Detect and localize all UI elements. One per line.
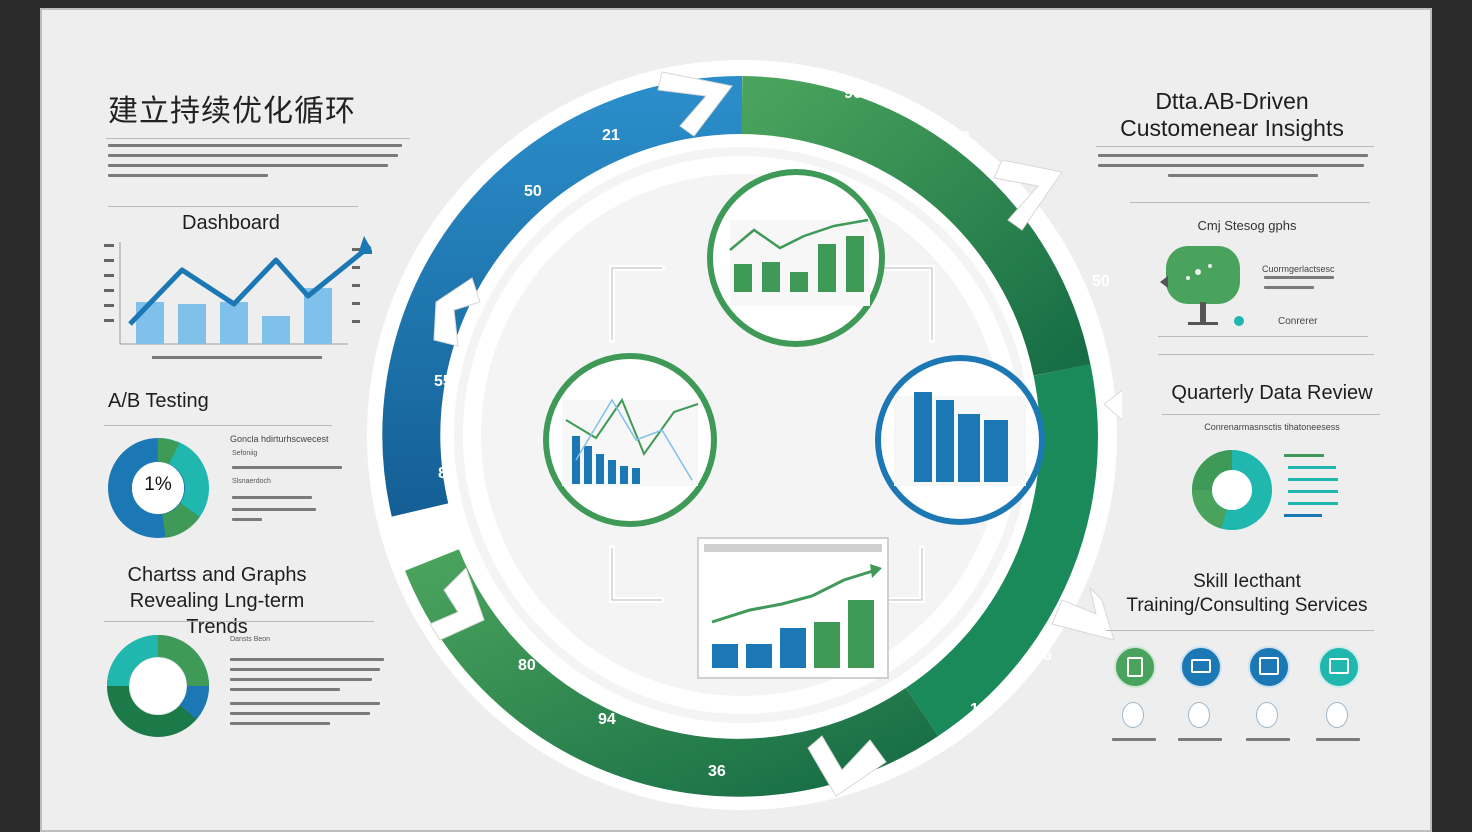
- legend-dot: [1234, 316, 1244, 326]
- charts-caption: Dansts Beon: [230, 636, 271, 643]
- service-icons-row: [1112, 646, 1402, 756]
- y-axis-ticks-right: [352, 248, 360, 323]
- tree-label-1: Cuormgerlactsesc: [1262, 264, 1335, 274]
- ab-donut-chart: [108, 438, 209, 538]
- ring-number: 36: [708, 763, 726, 780]
- ring-number: 56: [1034, 647, 1052, 664]
- chart-icon: [1318, 646, 1360, 688]
- ring-number: 80: [518, 657, 536, 674]
- services-heading: Skill Iecthant Training/Consulting Servi…: [1126, 571, 1368, 616]
- charts-graphs-heading: Chartss and Graphs Revealing Lng-term Tr…: [127, 564, 307, 638]
- trend-line: [128, 244, 372, 326]
- ring-number: 15: [970, 701, 988, 718]
- optimization-cycle-diagram: 96 38 50 57 56 15 36 94 80 80 55 50 21: [367, 60, 1122, 810]
- divider: [106, 138, 410, 139]
- arrow-head: [358, 236, 372, 254]
- bar: [220, 302, 248, 344]
- divider: [1162, 414, 1380, 415]
- people-icon: [1122, 702, 1144, 728]
- ring-number: 96: [844, 85, 862, 102]
- ab-sub2: Slsnaerdoch: [232, 478, 271, 485]
- top-bar-chart-circle: [707, 169, 885, 347]
- quarterly-donut-chart: [1191, 450, 1272, 530]
- ab-sub: Sefoniig: [232, 450, 258, 457]
- ring-numbers: 96 38 50 57 56 15 36 94 80 80 55 50 21: [434, 85, 1110, 780]
- tree-heading: Cmj Stesog gphs: [1197, 218, 1297, 233]
- divider: [104, 425, 332, 426]
- inner-flow-arrows-outline: [611, 267, 933, 601]
- bottom-growth-chart-panel: [697, 537, 889, 679]
- divider: [1106, 630, 1374, 631]
- tree-icon: [1160, 246, 1240, 325]
- infographic-board: 建立持续优化循环 Dashboard A/B Testing: [40, 8, 1432, 832]
- ring-number: 38: [952, 129, 970, 146]
- divider: [1130, 202, 1370, 203]
- dashboard-chart: [104, 236, 372, 359]
- ring-number: 21: [602, 127, 620, 144]
- bar: [262, 316, 290, 344]
- dashboard-icon: [1248, 646, 1290, 688]
- people-icon: [1256, 702, 1278, 728]
- ring-number: 94: [598, 711, 616, 728]
- right-title: Dtta.AB-Driven Customenear Insights: [1120, 88, 1344, 141]
- ring-arrow-chevrons: [429, 71, 1122, 797]
- bar: [178, 304, 206, 344]
- paragraph-placeholder: [108, 144, 408, 184]
- divider: [1158, 336, 1368, 337]
- ring-number: 50: [524, 183, 542, 200]
- ab-testing-heading: A/B Testing: [108, 390, 209, 412]
- ring-segment-blue: [382, 75, 743, 517]
- paragraph-placeholder: [1098, 154, 1376, 184]
- divider: [108, 206, 358, 207]
- quarterly-caption: Conrenarmasnsctis tihatoneesess: [1204, 422, 1340, 432]
- ab-caption: Goncla hdirturhscwecest: [230, 434, 329, 444]
- ab-percent: 1%: [144, 474, 172, 495]
- people-icon: [1188, 702, 1210, 728]
- ring-segment-green-right: [905, 364, 1098, 737]
- paragraph-placeholder: [230, 658, 390, 738]
- tree-label-2: Conrerer: [1278, 316, 1318, 327]
- trends-donut-chart: [107, 635, 209, 737]
- people-icon: [1326, 702, 1348, 728]
- divider: [104, 621, 374, 622]
- divider: [1158, 354, 1374, 355]
- ring-number: 80: [438, 465, 456, 482]
- main-title-chinese: 建立持续优化循环: [108, 95, 356, 128]
- right-bar-chart-circle: [875, 355, 1045, 525]
- ring-number: 55: [434, 373, 452, 390]
- list-icon: [1114, 646, 1156, 688]
- ring-segment-green-top: [741, 76, 1091, 376]
- ring-segment-green-bottom: [405, 549, 939, 797]
- dashboard-heading: Dashboard: [182, 212, 280, 234]
- monitor-icon: [1180, 646, 1222, 688]
- divider: [1096, 146, 1374, 147]
- bar: [136, 302, 164, 344]
- quarterly-heading: Quarterly Data Review: [1171, 382, 1373, 404]
- ring-number: 50: [1092, 273, 1110, 290]
- y-axis-ticks-left: [104, 244, 114, 322]
- quarterly-legend: [1284, 454, 1344, 517]
- left-bar-chart-circle: [543, 353, 717, 527]
